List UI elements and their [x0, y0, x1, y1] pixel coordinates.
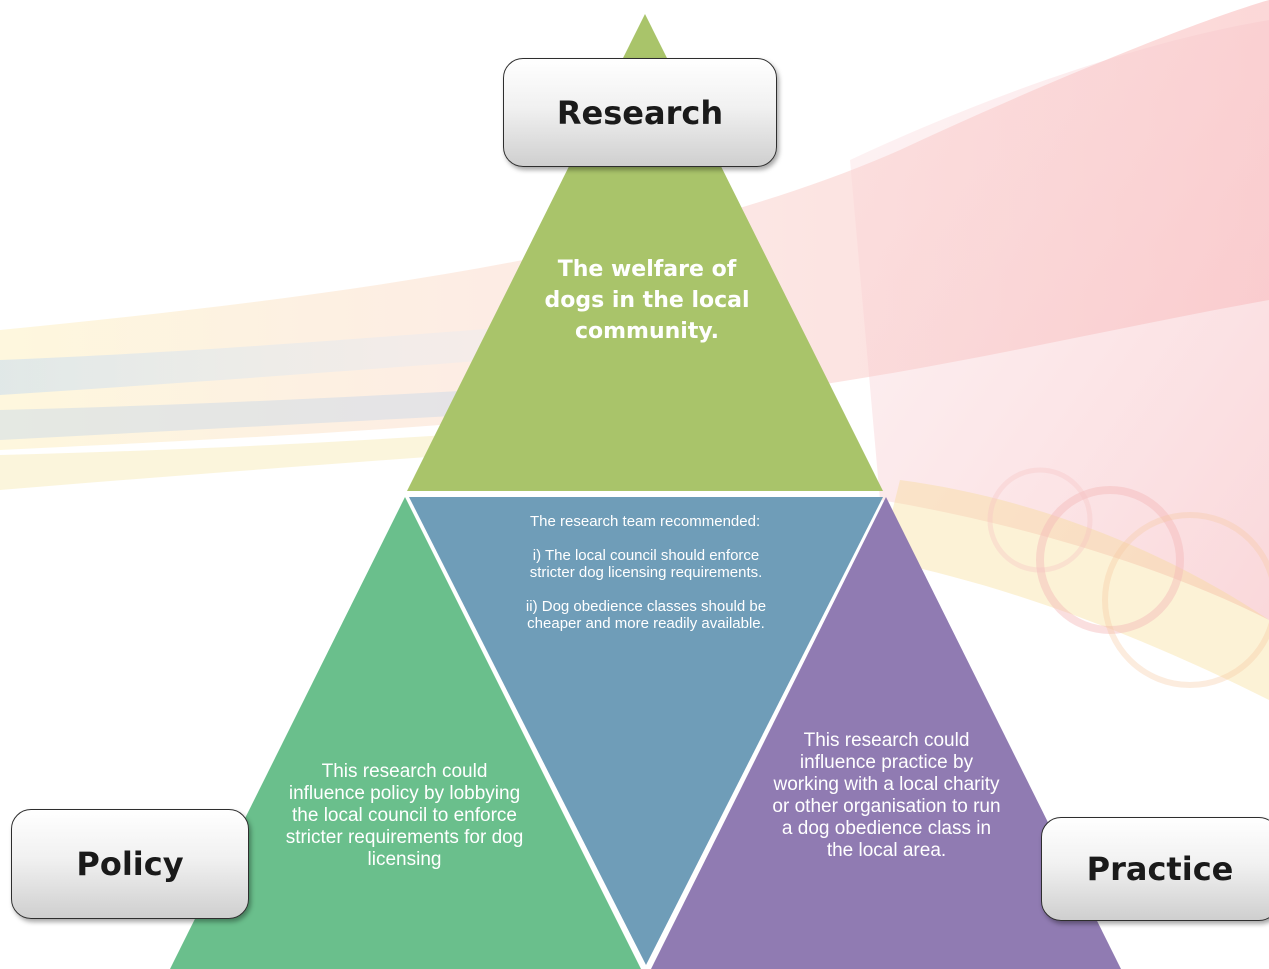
policy-description: This research could influence policy by …: [285, 761, 524, 870]
practice-triangle: [651, 497, 1121, 969]
central-topic: The welfare of dogs in the local communi…: [544, 257, 750, 344]
recommendation-item: i) The local council should enforce stri…: [529, 547, 763, 581]
recommendations-triangle: [409, 497, 883, 965]
policy-triangle: [170, 497, 641, 969]
research-label-box: Research: [503, 58, 777, 167]
recommendations-text: The research team recommended: i) The lo…: [524, 513, 768, 649]
research-label: Research: [556, 93, 724, 132]
policy-label-box: Policy: [11, 809, 249, 919]
practice-description: This research could influence practice b…: [772, 730, 1001, 861]
research-triangle: [407, 14, 883, 491]
practice-label-box: Practice: [1041, 817, 1269, 921]
recommendations-intro: The research team recommended:: [530, 513, 761, 530]
recommendation-item: ii) Dog obedience classes should be chea…: [525, 598, 767, 632]
practice-label: Practice: [1086, 850, 1234, 888]
policy-label: Policy: [76, 845, 184, 883]
